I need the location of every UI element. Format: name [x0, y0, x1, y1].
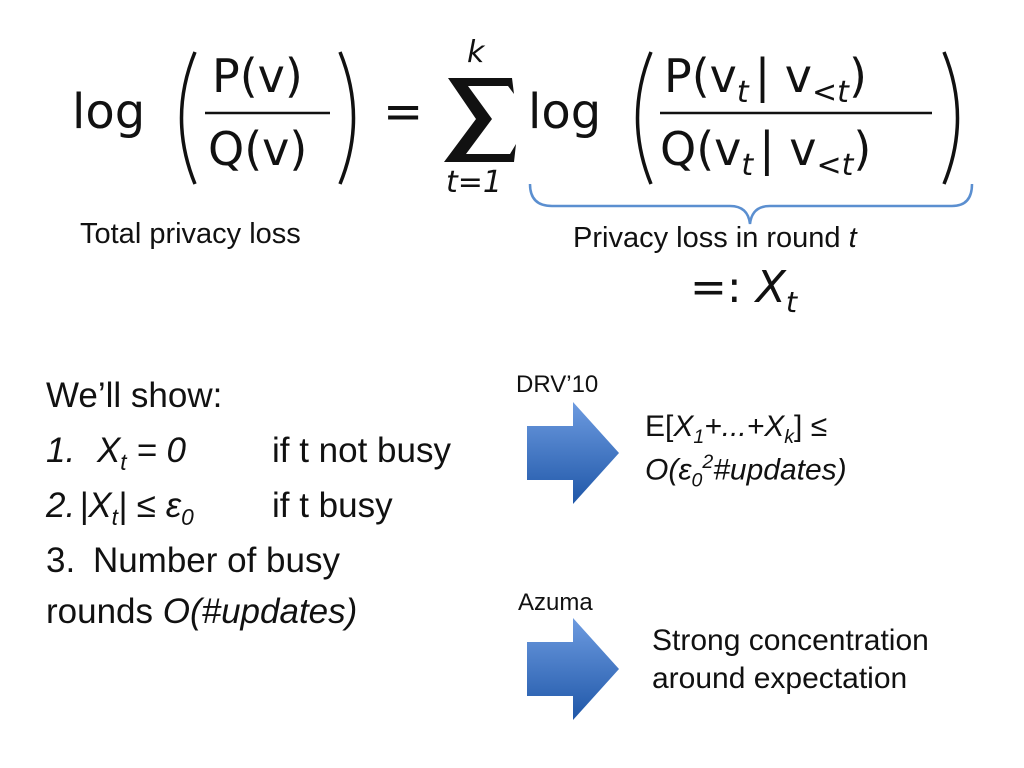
sigma-symbol [444, 78, 516, 162]
sum-lower: t=1 [446, 165, 502, 200]
item1-var: X [96, 431, 121, 470]
define-xt: =: Xt [690, 262, 797, 319]
paren-close-left [338, 51, 356, 185]
round-loss-var: t [848, 222, 857, 254]
paren-open-left [179, 51, 197, 185]
paren-close-right [942, 51, 960, 185]
result1-line1: E[X1+...+Xk] ≤ [645, 410, 828, 448]
left-denominator: Q(v) [208, 122, 307, 176]
claim-item-3-line2: rounds O(#updates) [46, 594, 357, 629]
cite-drv10: DRV’10 [516, 371, 599, 398]
item3-line2-text: rounds [46, 592, 163, 631]
item2-close: | ≤ ε [117, 486, 182, 525]
total-loss-label: Total privacy loss [80, 218, 301, 250]
log-left: log [72, 84, 145, 140]
item1-sub: t [120, 448, 127, 475]
define-sub: t [785, 285, 798, 319]
paren-open-right [635, 51, 653, 185]
result1-line2: O(ε02#updates) [645, 450, 847, 492]
right-arrow-icon [527, 402, 619, 504]
result-concentration: Strong concentration around expectation [652, 622, 929, 699]
item2-condition: if t busy [272, 486, 393, 525]
item3-text: Number of busy [92, 541, 340, 580]
item2-sub2: 0 [181, 503, 194, 530]
round-loss-prefix: Privacy loss in round [573, 222, 849, 254]
log-right: log [528, 84, 601, 140]
define-prefix: =: [690, 262, 756, 313]
right-numerator: P(vt| v<t) [664, 49, 867, 110]
item1-number: 1. [46, 431, 76, 470]
item2-sub: t [111, 503, 118, 530]
left-numerator: P(v) [212, 49, 303, 103]
item2-number: 2. [46, 486, 76, 525]
claim-item-2: 2.|Xt| ≤ ε0 [46, 488, 194, 529]
right-denominator: Q(vt| v<t) [660, 122, 871, 183]
cite-azuma: Azuma [518, 589, 593, 616]
item1-condition: if t not busy [272, 431, 451, 470]
sum-upper: k [467, 35, 486, 70]
item3-number: 3. [46, 541, 76, 580]
result-expectation: E[X1+...+Xk] ≤ O(ε02#updates) [645, 408, 847, 493]
item2-open: |X [79, 486, 112, 525]
right-arrow-icon [527, 618, 619, 720]
claim-item-1: 1. Xt = 0 [46, 433, 186, 474]
claims-intro: We’ll show: [46, 376, 223, 415]
equals-sign: = [383, 84, 423, 140]
round-loss-label: Privacy loss in round t [573, 222, 857, 255]
underbrace [528, 183, 974, 225]
define-var: X [755, 262, 786, 313]
item3-line2-italic: O(#updates) [162, 592, 358, 631]
result2-line2: around expectation [652, 662, 908, 696]
result2-line1: Strong concentration [652, 624, 929, 657]
claim-item-3: 3. Number of busy [46, 543, 340, 578]
item1-eq: = 0 [126, 431, 186, 470]
privacy-loss-formula: log P(v) Q(v) = k t=1 log P(vt| v<t) Q(v… [72, 35, 974, 225]
